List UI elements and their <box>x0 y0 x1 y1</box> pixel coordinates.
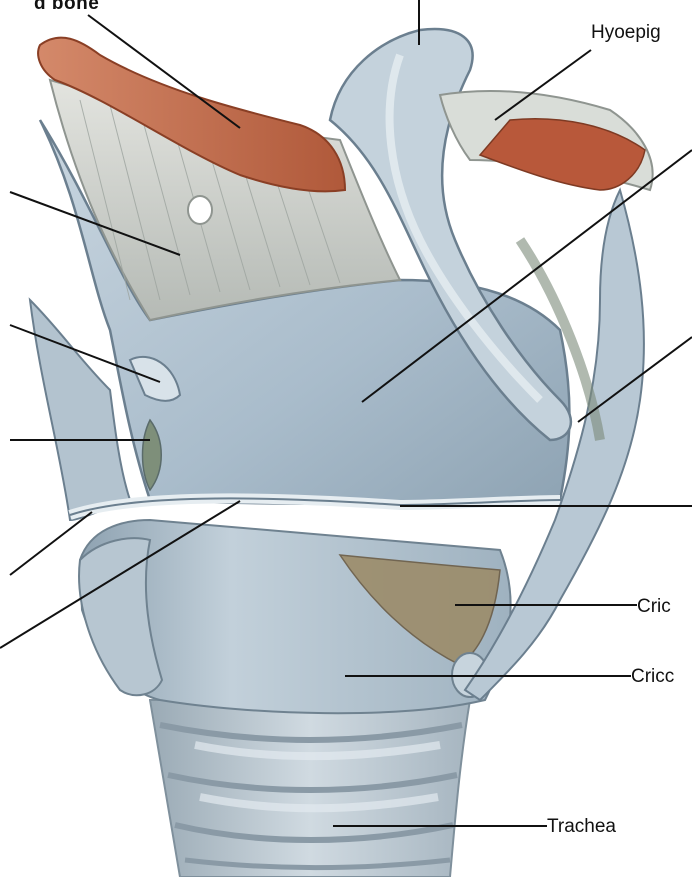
label-hyoepiglottic: Hyoepig <box>591 23 661 42</box>
label-hyoid-bone: d bone <box>34 0 99 13</box>
cricoid-cartilage-shape <box>79 520 511 713</box>
trachea-shape <box>150 700 470 877</box>
label-cricoid-arch: Cricc <box>631 667 674 686</box>
label-cricoid-lamina: Cric <box>637 597 671 616</box>
label-trachea: Trachea <box>547 817 616 836</box>
